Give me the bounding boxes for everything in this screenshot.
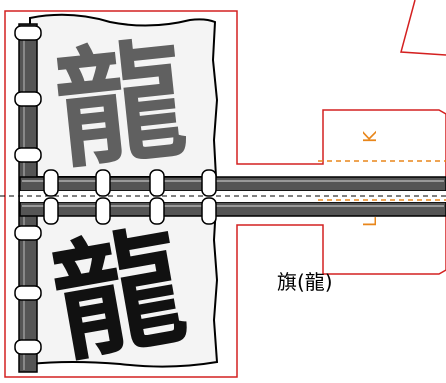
flag-caption: 旗(龍) bbox=[277, 270, 333, 294]
flag-outline bbox=[4, 10, 446, 378]
upper-flag-cloth bbox=[29, 13, 219, 178]
pole-rings bbox=[14, 25, 42, 355]
marker-k: K bbox=[360, 130, 381, 143]
horizontal-pole-lower bbox=[19, 201, 446, 217]
marker-l: L bbox=[360, 217, 381, 227]
corner-outline bbox=[400, 0, 446, 56]
lower-flag-glyph: 龍 bbox=[43, 212, 195, 381]
pole-loops bbox=[43, 169, 217, 225]
lower-flag-cloth bbox=[29, 204, 219, 368]
upper-flag-glyph: 龍 bbox=[49, 26, 192, 188]
